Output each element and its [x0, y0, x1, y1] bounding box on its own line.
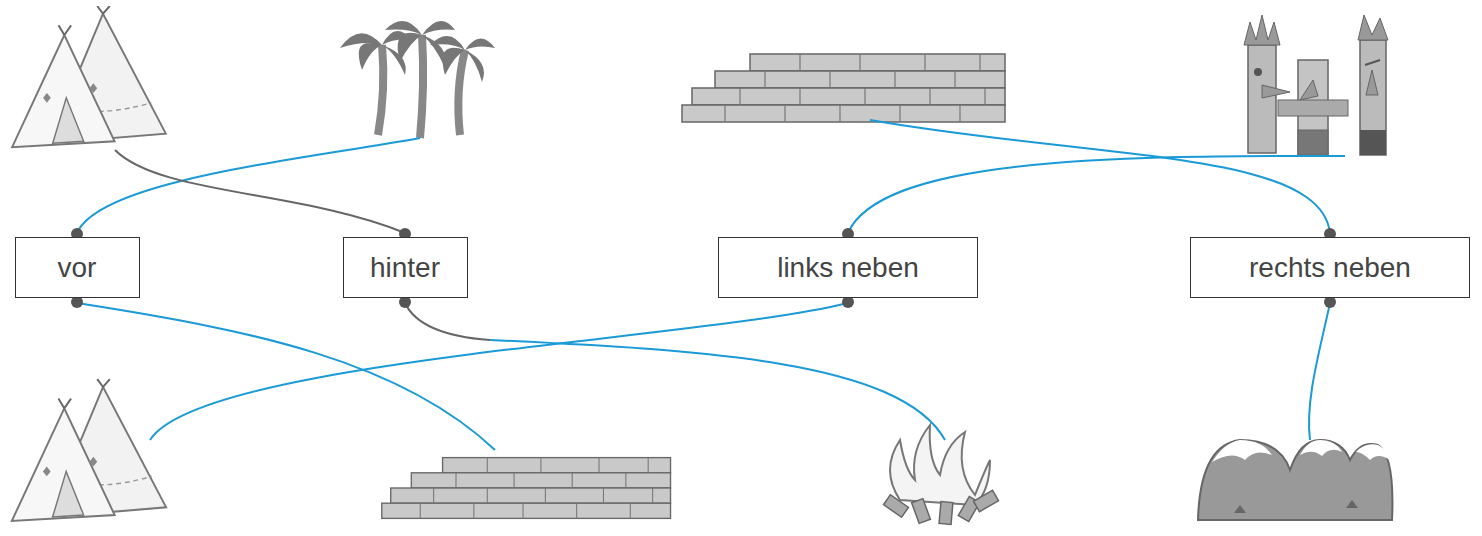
preposition-label: links neben	[777, 254, 919, 282]
totem-poles	[1244, 15, 1388, 155]
preposition-box: rechts neben	[1190, 237, 1470, 298]
connection-dots	[71, 228, 1336, 308]
preposition-label: vor	[58, 254, 97, 282]
brick-wall	[382, 458, 671, 519]
brick-wall	[682, 54, 1005, 122]
teepee-picture	[12, 6, 166, 147]
preposition-label: rechts neben	[1249, 254, 1411, 282]
preposition-box: links neben	[718, 237, 978, 298]
preposition-box: hinter	[343, 237, 468, 298]
matching-lines	[77, 120, 1345, 450]
teepee-picture	[12, 379, 166, 521]
campfire	[884, 425, 999, 524]
palm-trees	[340, 21, 495, 138]
preposition-label: hinter	[370, 254, 440, 282]
preposition-box: vor	[15, 237, 140, 298]
mountains	[1198, 440, 1392, 520]
